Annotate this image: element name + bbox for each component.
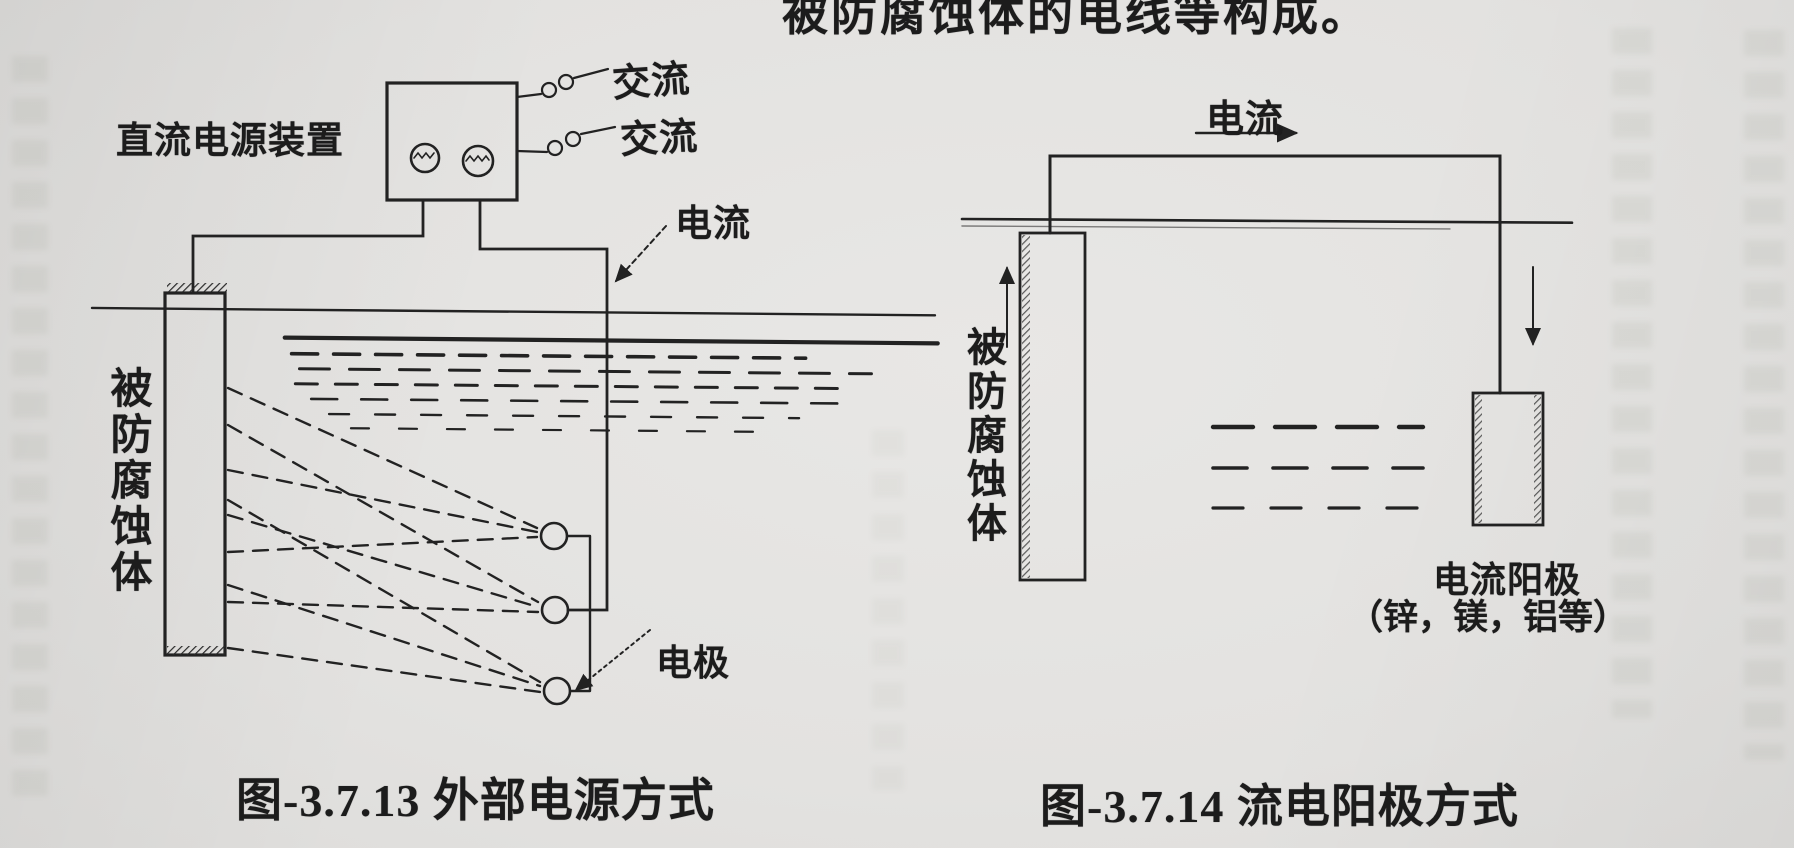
figure-right-diagram	[960, 123, 1574, 582]
label-anode-name: 电流阳极	[1433, 559, 1582, 600]
figure-right-caption: 图-3.7.14 流电阳极方式	[1040, 781, 1519, 832]
label-ac-2: 交流	[619, 115, 700, 163]
label-electrode: 电极	[656, 642, 731, 683]
protected-body-left	[163, 291, 227, 657]
label-anode-materials: （锌，镁，铝等）	[1348, 598, 1629, 637]
pile-edge-hatch	[1022, 235, 1030, 578]
dc-power-supply-box	[385, 81, 519, 202]
meter-dial-icon	[461, 144, 495, 178]
electrode-label-arrow	[574, 629, 651, 692]
current-label-arrow	[614, 225, 667, 283]
connecting-wire	[1048, 154, 1502, 395]
figure-left-caption: 图-3.7.13 外部电源方式	[236, 775, 715, 826]
anode-edge-hatch	[1475, 395, 1482, 523]
electrolyte-dashes	[1210, 424, 1426, 510]
galvanic-anode	[1471, 391, 1545, 527]
ground-line	[960, 217, 1574, 230]
label-dc-power-supply: 直流电源装置	[116, 120, 344, 161]
current-flow-rays	[226, 386, 542, 694]
label-current-right: 电流	[1206, 99, 1285, 141]
figure-left-diagram	[90, 67, 940, 706]
label-protected-body-right: 被防腐蚀体	[961, 326, 1005, 546]
anode-edge-hatch	[1534, 395, 1541, 523]
wire-to-protected-body	[191, 198, 425, 295]
page-top-cutoff-text: 被防腐蚀体的电线等构成。	[782, 0, 1370, 40]
protected-body-right	[1018, 231, 1087, 582]
wire-to-electrodes	[478, 198, 609, 612]
ac-coil-icon	[515, 125, 617, 157]
electrode-circles	[539, 521, 572, 706]
water-surface-lines	[90, 306, 940, 433]
meter-dial-icon	[409, 142, 441, 174]
label-current-left: 电流	[675, 203, 751, 244]
label-ac-1: 交流	[610, 58, 692, 106]
ac-coil-icon	[515, 67, 610, 99]
label-protected-body-left: 被防腐蚀体	[105, 366, 152, 596]
pile-bottom-hatch	[167, 646, 225, 655]
pile-top-hatch	[167, 283, 227, 292]
electrode-bus-wire	[565, 534, 592, 693]
